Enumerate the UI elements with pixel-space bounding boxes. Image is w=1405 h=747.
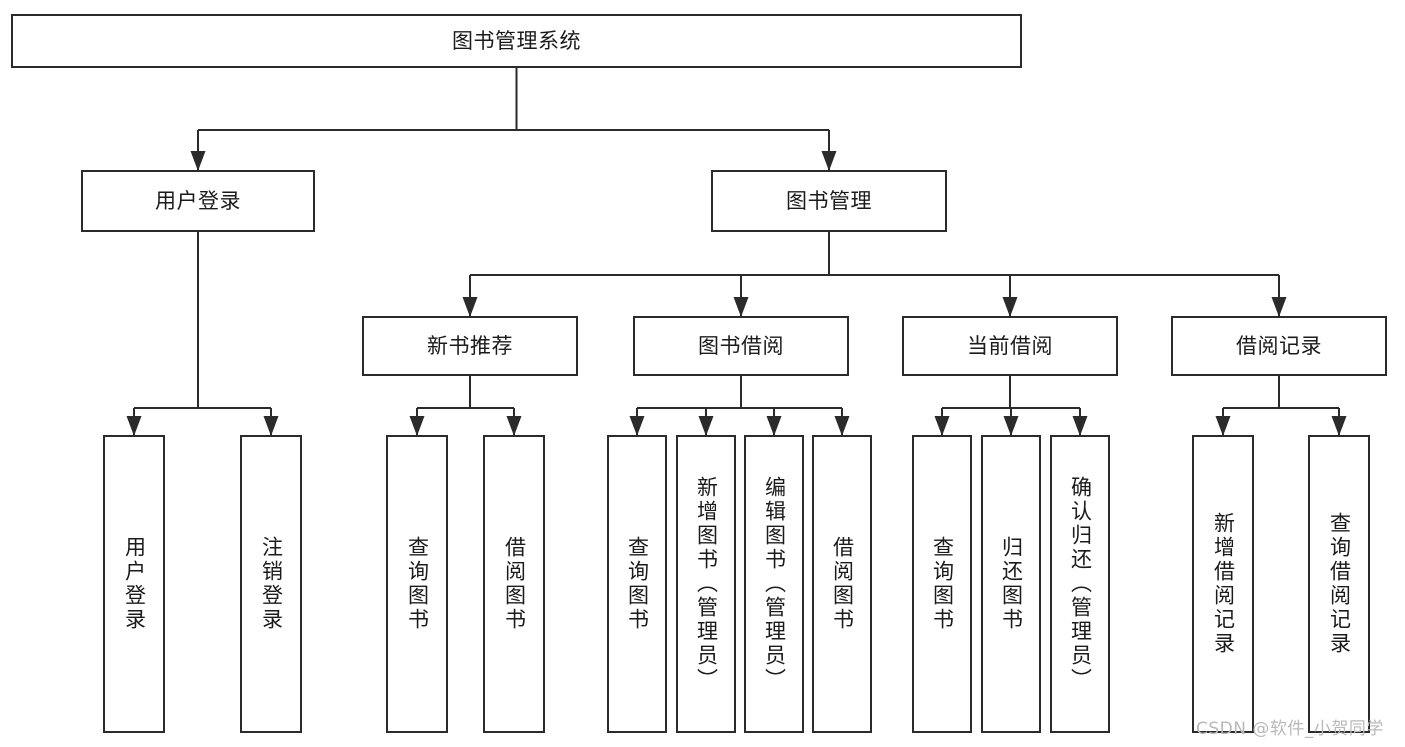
node-label: 借阅记录 (1236, 333, 1322, 358)
node-label: 借阅图书 (830, 536, 855, 632)
arrow-head-leaf-cur-return (1003, 416, 1019, 436)
node-label: 查询图书 (405, 536, 430, 632)
node-leaf-rec-borrow[interactable]: 借阅图书 (483, 435, 545, 733)
arrow-head-user-login (190, 151, 206, 171)
node-label: 归还图书 (999, 536, 1024, 632)
node-leaf-cur-return[interactable]: 归还图书 (981, 435, 1041, 733)
node-label: 图书管理 (786, 188, 872, 213)
arrow-head-leaf-book-borrow (834, 416, 850, 436)
arrow-head-borrow-record (1271, 297, 1287, 317)
arrow-head-leaf-book-edit (766, 416, 782, 436)
arrow-head-leaf-user-logout (263, 416, 279, 436)
node-leaf-user-login[interactable]: 用户登录 (103, 435, 165, 733)
arrow-head-leaf-cur-query (934, 416, 950, 436)
node-label: 图书借阅 (698, 333, 784, 358)
node-leaf-book-add[interactable]: 新增图书（管理员） (676, 435, 736, 733)
node-current-borrow[interactable]: 当前借阅 (902, 316, 1118, 376)
node-leaf-book-borrow[interactable]: 借阅图书 (812, 435, 872, 733)
node-label: 用户登录 (122, 536, 147, 632)
node-label: 新增借阅记录 (1211, 512, 1236, 656)
node-label: 查询图书 (625, 536, 650, 632)
node-new-book-rec[interactable]: 新书推荐 (362, 316, 578, 376)
node-label: 查询图书 (930, 536, 955, 632)
node-label: 新书推荐 (427, 333, 513, 358)
node-label: 当前借阅 (967, 333, 1053, 358)
node-label: 用户登录 (155, 188, 241, 213)
node-label: 新增图书（管理员） (694, 476, 719, 692)
arrow-head-leaf-rec-query (409, 416, 425, 436)
arrow-head-new-book-rec (462, 297, 478, 317)
node-leaf-cur-confirm[interactable]: 确认归还（管理员） (1050, 435, 1110, 733)
node-leaf-rec-query[interactable]: 查询图书 (386, 435, 448, 733)
node-book-borrow[interactable]: 图书借阅 (633, 316, 849, 376)
node-label: 图书管理系统 (452, 28, 581, 53)
node-leaf-rec-search[interactable]: 查询借阅记录 (1308, 435, 1370, 733)
node-leaf-user-logout[interactable]: 注销登录 (240, 435, 302, 733)
node-label: 查询借阅记录 (1327, 512, 1352, 656)
node-user-login[interactable]: 用户登录 (81, 170, 315, 232)
arrow-head-leaf-borrow-query (629, 416, 645, 436)
arrow-head-leaf-user-login (126, 416, 142, 436)
arrow-head-leaf-rec-add (1215, 416, 1231, 436)
arrow-head-leaf-book-add (698, 416, 714, 436)
node-leaf-book-edit[interactable]: 编辑图书（管理员） (744, 435, 804, 733)
arrow-head-book-manage (821, 151, 837, 171)
node-leaf-borrow-query[interactable]: 查询图书 (607, 435, 667, 733)
node-borrow-record[interactable]: 借阅记录 (1171, 316, 1387, 376)
arrow-head-leaf-rec-borrow (506, 416, 522, 436)
node-leaf-cur-query[interactable]: 查询图书 (912, 435, 972, 733)
arrow-head-leaf-cur-confirm (1072, 416, 1088, 436)
arrow-head-book-borrow (733, 297, 749, 317)
arrow-head-leaf-rec-search (1331, 416, 1347, 436)
node-label: 确认归还（管理员） (1068, 476, 1093, 692)
node-label: 编辑图书（管理员） (762, 476, 787, 692)
node-label: 借阅图书 (502, 536, 527, 632)
arrow-head-current-borrow (1002, 297, 1018, 317)
node-leaf-rec-add[interactable]: 新增借阅记录 (1192, 435, 1254, 733)
node-book-manage[interactable]: 图书管理 (711, 170, 947, 232)
node-root[interactable]: 图书管理系统 (11, 14, 1022, 68)
node-label: 注销登录 (259, 536, 284, 632)
